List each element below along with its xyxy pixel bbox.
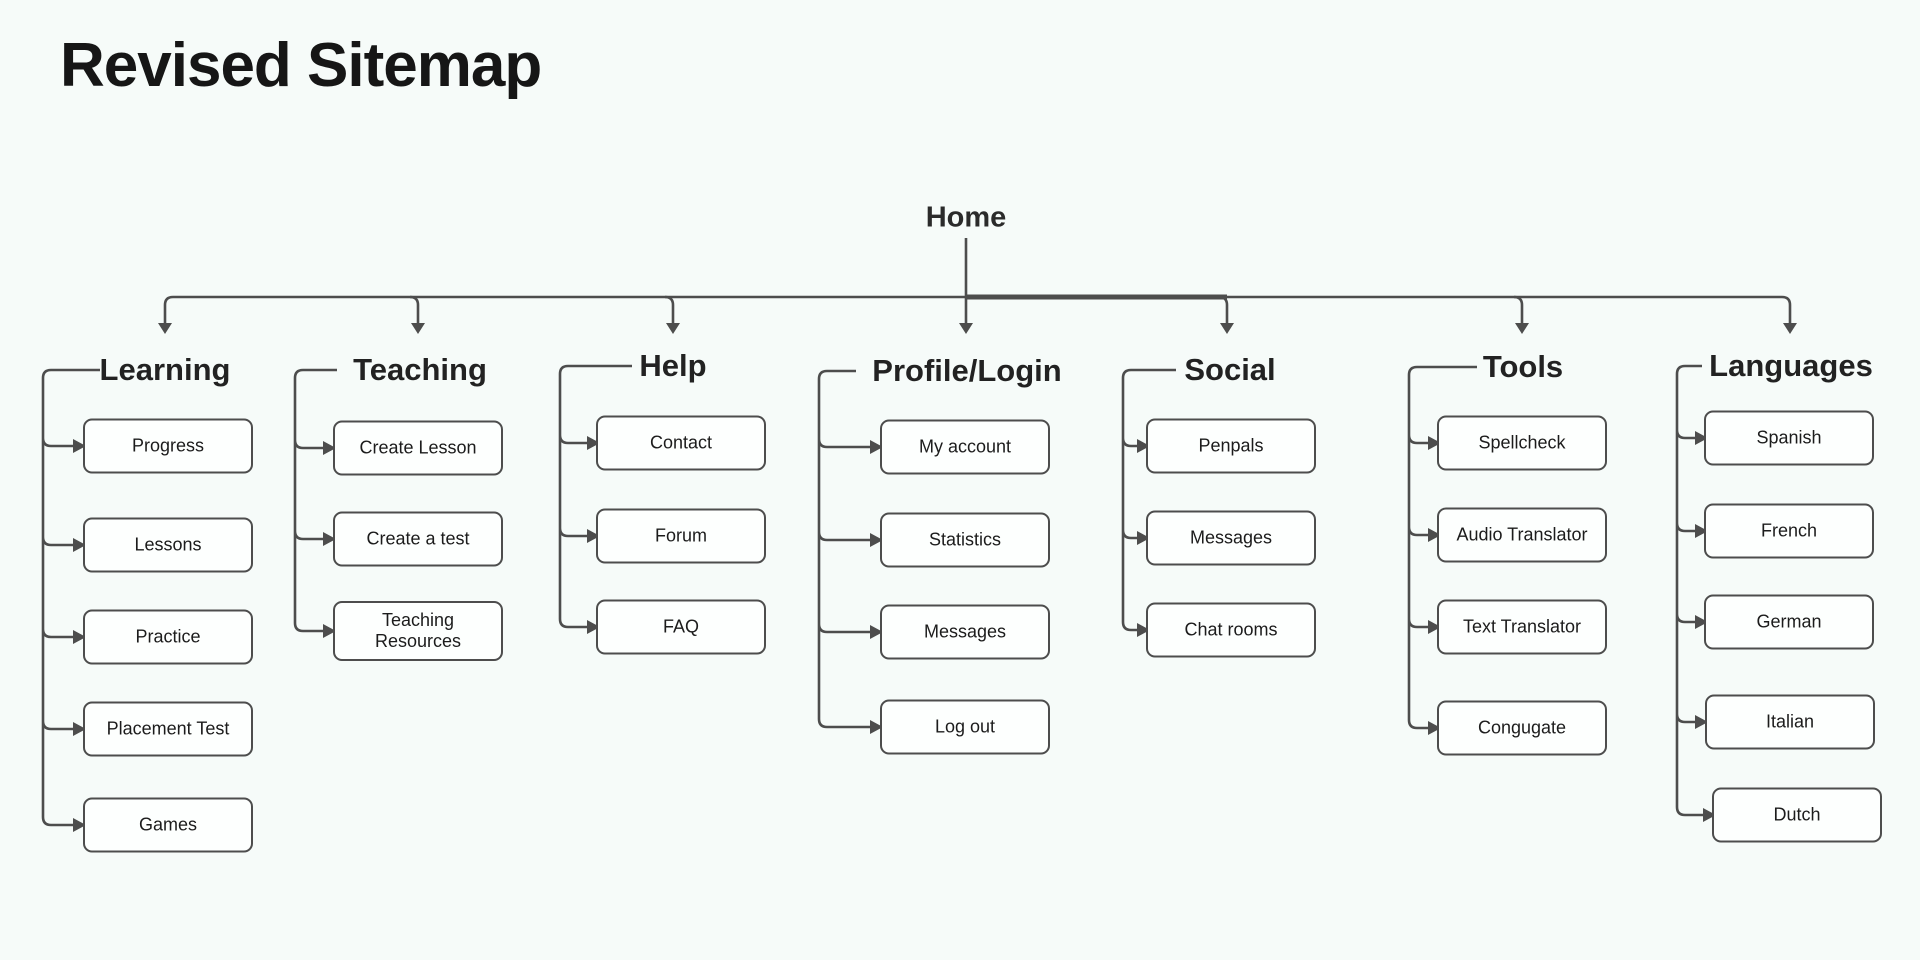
node-spanish: Spanish: [1704, 410, 1874, 466]
node-create-a-test: Create a test: [333, 511, 503, 567]
column-heading-social: Social: [1184, 352, 1276, 387]
node-create-lesson: Create Lesson: [333, 420, 503, 476]
profile-spine: [817, 369, 870, 729]
node-lessons: Lessons: [83, 517, 253, 573]
node-placement-test: Placement Test: [83, 701, 253, 757]
node-faq: FAQ: [596, 599, 766, 655]
social-spine: [1121, 368, 1176, 632]
tools-drop: [1513, 295, 1524, 324]
node-practice: Practice: [83, 609, 253, 665]
column-heading-languages: Languages: [1709, 348, 1873, 383]
page-title: Revised Sitemap: [60, 31, 542, 100]
node-german: German: [1704, 594, 1874, 650]
column-heading-tools: Tools: [1482, 349, 1564, 384]
trunk-connectors: [163, 238, 1792, 324]
node-progress: Progress: [83, 418, 253, 474]
help-drop: [664, 295, 675, 324]
node-penpals: Penpals: [1146, 418, 1316, 474]
node-spellcheck: Spellcheck: [1437, 415, 1607, 471]
node-teaching-resources: Teaching Resources: [333, 601, 503, 661]
drop-arrowheads: [158, 323, 1797, 334]
teaching-drop: [409, 295, 420, 324]
node-dutch: Dutch: [1712, 787, 1882, 843]
node-my-account: My account: [880, 419, 1050, 475]
node-games: Games: [83, 797, 253, 853]
column-heading-profile-login: Profile/Login: [872, 353, 1062, 388]
node-audio-translator: Audio Translator: [1437, 507, 1607, 563]
help-spine: [558, 364, 632, 629]
root-node-home: Home: [925, 201, 1007, 234]
node-french: French: [1704, 503, 1874, 559]
node-italian: Italian: [1705, 694, 1875, 750]
languages-spine: [1675, 364, 1703, 817]
column-heading-help: Help: [639, 348, 707, 383]
node-social-messages: Messages: [1146, 510, 1316, 566]
trunk-left: [163, 295, 966, 324]
social-drop: [1218, 295, 1229, 324]
node-contact: Contact: [596, 415, 766, 471]
column-heading-teaching: Teaching: [353, 352, 487, 387]
trunk-right: [1227, 295, 1792, 324]
node-text-translator: Text Translator: [1437, 599, 1607, 655]
spine-connectors: [41, 364, 1703, 827]
node-congugate: Congugate: [1437, 700, 1607, 756]
node-profile-messages: Messages: [880, 604, 1050, 660]
teaching-spine: [293, 368, 337, 633]
node-chat-rooms: Chat rooms: [1146, 602, 1316, 658]
learning-spine: [41, 368, 100, 827]
node-forum: Forum: [596, 508, 766, 564]
node-statistics: Statistics: [880, 512, 1050, 568]
column-heading-learning: Learning: [99, 352, 231, 387]
node-log-out: Log out: [880, 699, 1050, 755]
tools-spine: [1407, 365, 1477, 730]
